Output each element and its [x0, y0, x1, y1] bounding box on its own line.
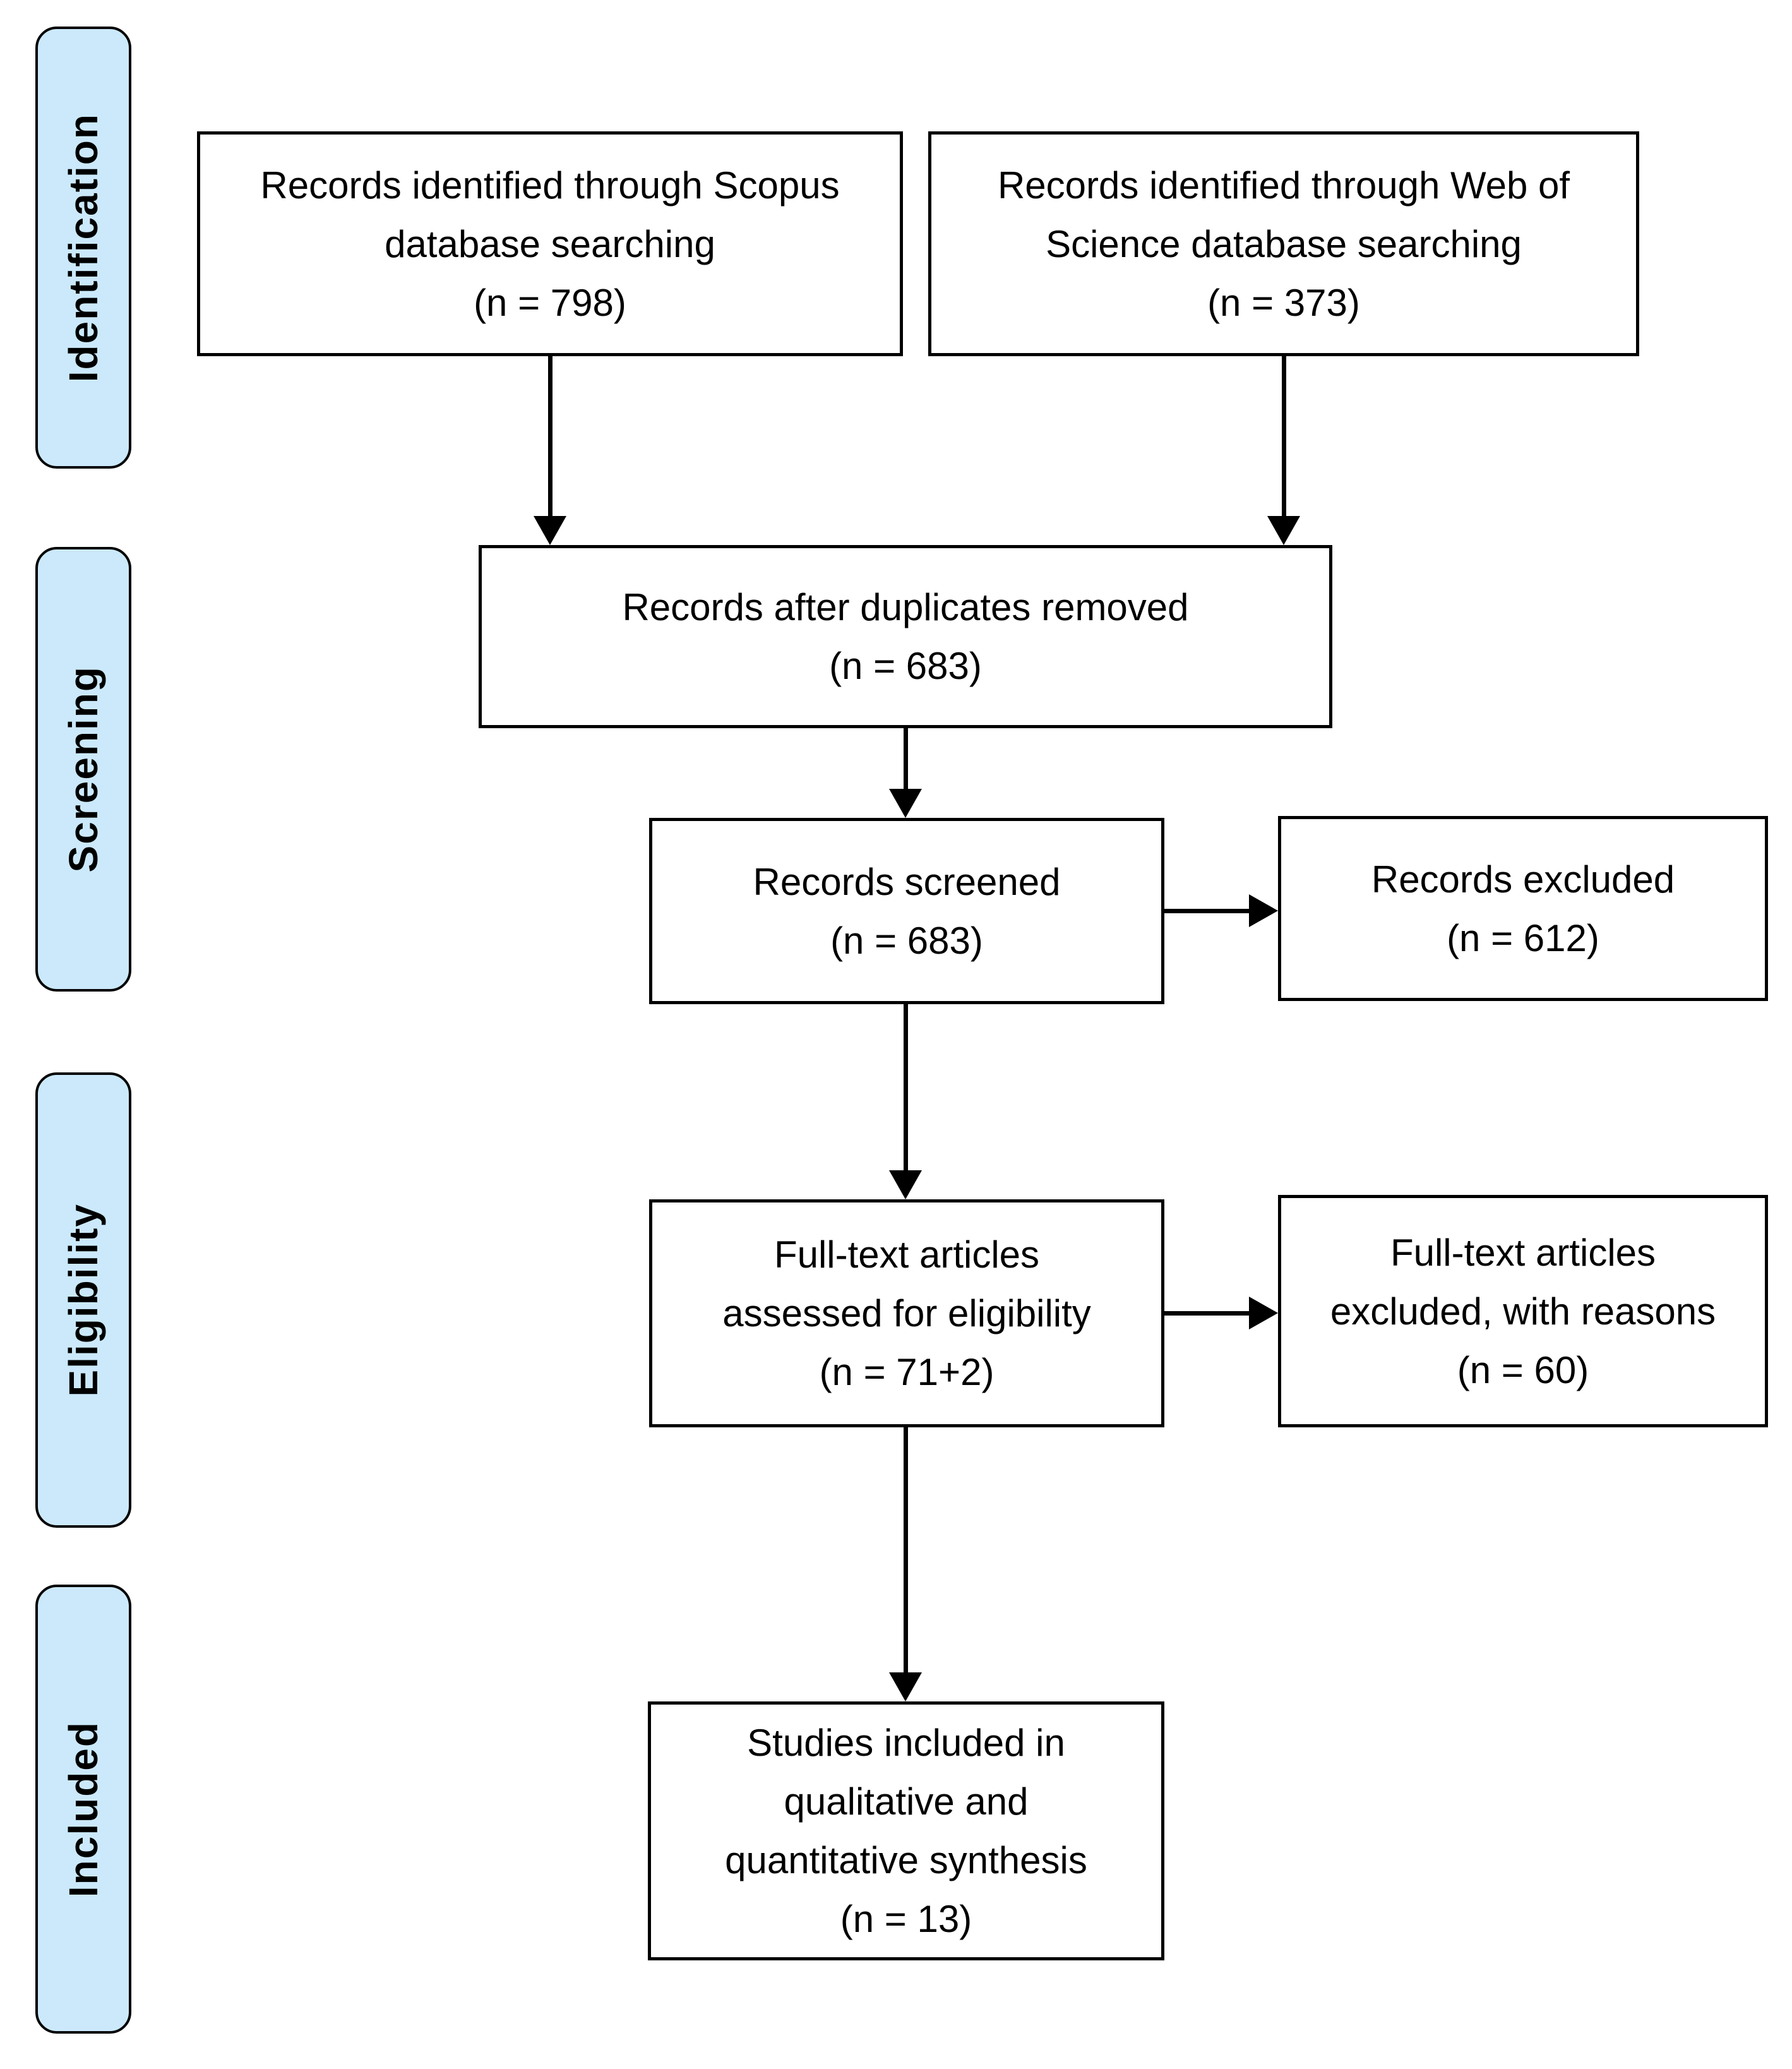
box-records-excluded: Records excluded (n = 612)	[1278, 816, 1768, 1001]
arrow-fulltext-to-included-line	[904, 1427, 908, 1672]
box-records-screened: Records screened (n = 683)	[649, 818, 1164, 1004]
arrow-screened-to-fulltext-head-icon	[889, 1170, 922, 1199]
box-records-excluded-text: Records excluded (n = 612)	[1371, 858, 1675, 959]
arrow-screened-to-excluded-head-icon	[1249, 894, 1278, 927]
arrow-scopus-to-duplicates-head-icon	[534, 516, 566, 545]
stage-identification-label: Identification	[61, 112, 106, 383]
arrow-screened-to-excluded-line	[1164, 909, 1249, 913]
arrow-fulltext-to-included-head-icon	[889, 1672, 922, 1701]
stage-eligibility: Eligibility	[35, 1072, 131, 1528]
arrow-duplicates-to-screened-line	[904, 726, 908, 789]
arrow-fulltext-to-excluded-head-icon	[1249, 1297, 1278, 1329]
stage-screening: Screening	[35, 547, 131, 992]
box-fulltext-assessed: Full-text articles assessed for eligibil…	[649, 1199, 1164, 1427]
box-records-identified-web-of-science: Records identified through Web of Scienc…	[928, 131, 1639, 356]
box-fulltext-excluded-text: Full-text articles excluded, with reason…	[1330, 1231, 1716, 1391]
arrow-scopus-to-duplicates-line	[548, 356, 553, 516]
box-records-after-duplicates-removed-text: Records after duplicates removed (n = 68…	[622, 586, 1189, 687]
box-records-identified-scopus: Records identified through Scopus databa…	[197, 131, 903, 356]
box-records-identified-web-of-science-text: Records identified through Web of Scienc…	[997, 164, 1570, 324]
stage-identification: Identification	[35, 27, 131, 469]
box-records-screened-text: Records screened (n = 683)	[753, 860, 1061, 962]
box-fulltext-excluded: Full-text articles excluded, with reason…	[1278, 1195, 1768, 1427]
stage-included-label: Included	[61, 1720, 106, 1898]
stage-screening-label: Screening	[61, 666, 106, 873]
arrow-wos-to-duplicates-head-icon	[1267, 516, 1300, 545]
stage-included: Included	[35, 1585, 131, 2034]
arrow-fulltext-to-excluded-line	[1164, 1311, 1249, 1316]
stage-eligibility-label: Eligibility	[61, 1203, 106, 1397]
arrow-duplicates-to-screened-head-icon	[889, 789, 922, 818]
box-fulltext-assessed-text: Full-text articles assessed for eligibil…	[722, 1233, 1091, 1393]
box-records-after-duplicates-removed: Records after duplicates removed (n = 68…	[479, 545, 1332, 728]
box-records-identified-scopus-text: Records identified through Scopus databa…	[260, 164, 840, 324]
arrow-wos-to-duplicates-line	[1282, 356, 1286, 516]
arrow-screened-to-fulltext-line	[904, 1004, 908, 1170]
box-studies-included: Studies included in qualitative and quan…	[648, 1701, 1164, 1960]
box-studies-included-text: Studies included in qualitative and quan…	[725, 1722, 1087, 1940]
